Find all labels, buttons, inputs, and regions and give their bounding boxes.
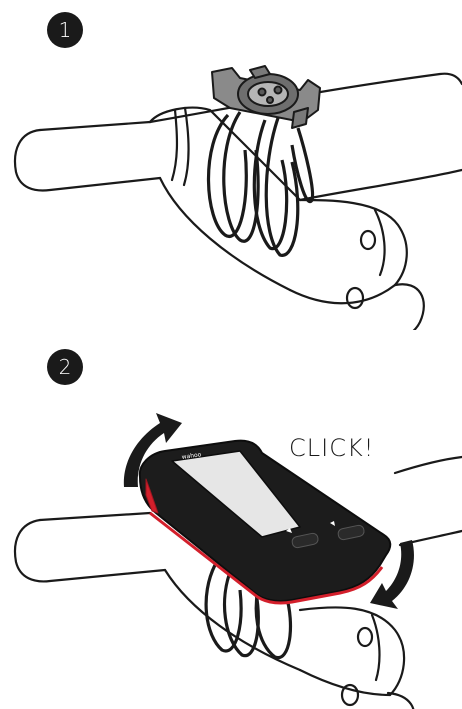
stem-bolt-upper bbox=[361, 231, 375, 249]
handlebar-right bbox=[395, 457, 462, 473]
step-2-badge: 2 bbox=[47, 349, 83, 385]
stem-bolt-lower bbox=[342, 685, 358, 705]
step-1-badge: 1 bbox=[47, 12, 83, 48]
mount-bands bbox=[208, 112, 312, 255]
step-2-number: 2 bbox=[59, 355, 72, 379]
handlebar-left bbox=[15, 130, 160, 190]
step-1-number: 1 bbox=[59, 18, 72, 42]
stem-bolt-upper bbox=[358, 628, 372, 646]
out-front-mount bbox=[212, 66, 320, 128]
step-2-illustration: wahoo bbox=[0, 395, 462, 709]
handlebar-left bbox=[15, 520, 165, 581]
step-1-illustration bbox=[0, 50, 462, 330]
stem-bolt-lower bbox=[347, 288, 363, 308]
bike-computer: wahoo bbox=[140, 441, 390, 603]
